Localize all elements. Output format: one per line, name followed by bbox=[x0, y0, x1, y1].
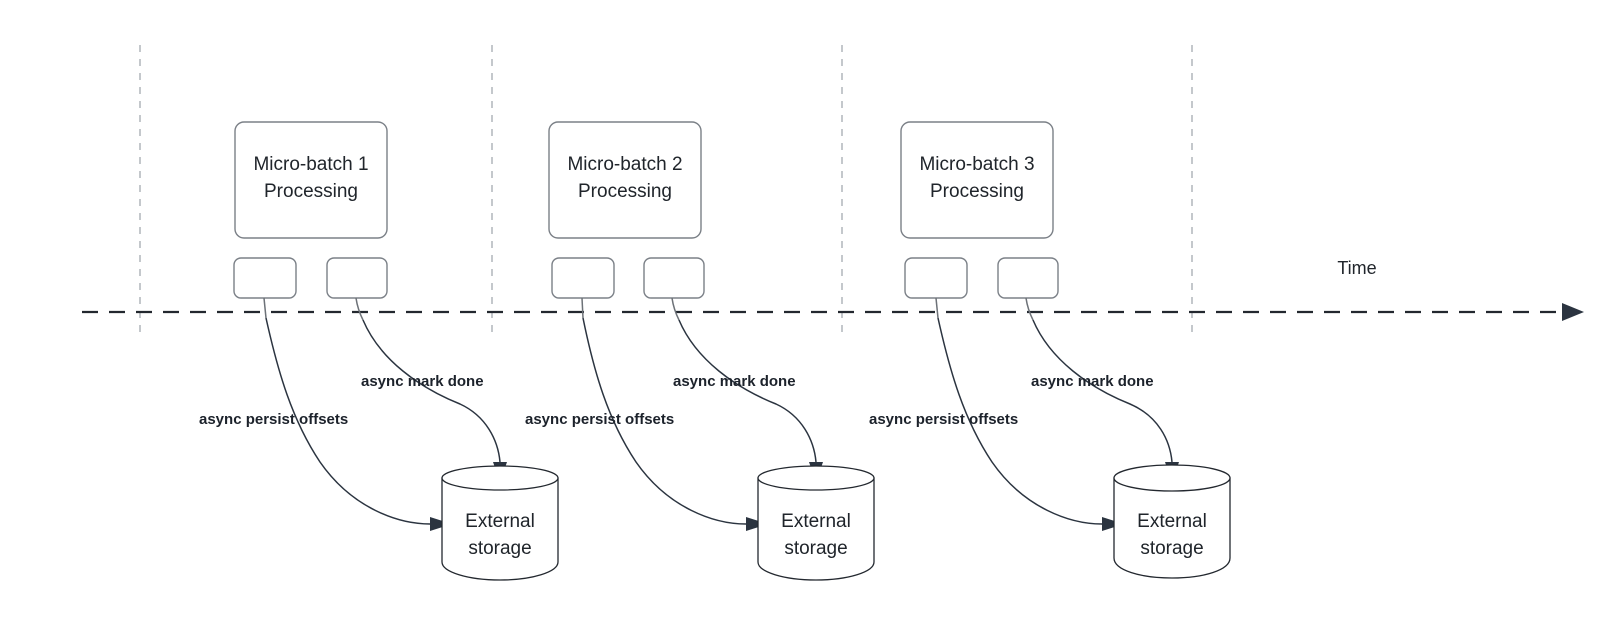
time-separators bbox=[139, 45, 1193, 338]
mark-done-curve-2 bbox=[678, 319, 817, 463]
persist-offsets-curve-3 bbox=[937, 317, 1103, 525]
mark-done-curve-1 bbox=[362, 319, 501, 463]
task-stub-1a bbox=[263, 297, 267, 319]
task-box-3a[interactable] bbox=[904, 257, 968, 299]
persist-offsets-curve-2 bbox=[582, 317, 747, 525]
persist-offsets-label-1: async persist offsets bbox=[199, 411, 348, 428]
task-box-2a[interactable] bbox=[551, 257, 615, 299]
external-storage-body-2 bbox=[757, 477, 875, 581]
persist-offsets-arrowhead-1 bbox=[430, 517, 452, 531]
mark-done-label-3: async mark done bbox=[1031, 373, 1154, 390]
task-stub-2a bbox=[581, 297, 584, 319]
batch-group-1: Micro-batch 1 Processing async persist o… bbox=[199, 121, 559, 581]
micro-batch-box-1[interactable] bbox=[234, 121, 388, 239]
external-storage-top-2 bbox=[757, 465, 875, 491]
external-storage-label-1-line1: External bbox=[465, 511, 535, 532]
external-storage-body-1 bbox=[441, 477, 559, 581]
external-storage-top-1 bbox=[441, 465, 559, 491]
external-storage-3[interactable]: External storage bbox=[1113, 464, 1231, 579]
task-box-2b[interactable] bbox=[643, 257, 705, 299]
timeline-arrowhead bbox=[1562, 303, 1584, 321]
micro-batch-box-2[interactable] bbox=[548, 121, 702, 239]
persist-offsets-arrowhead-3 bbox=[1102, 517, 1124, 531]
persist-offsets-curve-1 bbox=[265, 317, 431, 525]
task-stub-3b bbox=[1025, 297, 1034, 321]
external-storage-label-2-line2: storage bbox=[784, 538, 847, 559]
task-stub-3a bbox=[935, 297, 939, 319]
timeline-axis bbox=[82, 303, 1584, 321]
micro-batch-label-2-line2: Processing bbox=[578, 181, 672, 202]
task-stub-1b bbox=[355, 297, 364, 321]
external-storage-label-3-line2: storage bbox=[1140, 538, 1203, 559]
external-storage-body-3 bbox=[1113, 477, 1231, 579]
mark-done-curve-3 bbox=[1032, 319, 1173, 463]
external-storage-label-1-line2: storage bbox=[468, 538, 531, 559]
time-axis-label: Time bbox=[1337, 258, 1376, 278]
micro-batch-label-3-line1: Micro-batch 3 bbox=[919, 154, 1034, 175]
external-storage-label-3-line1: External bbox=[1137, 511, 1207, 532]
persist-offsets-arrowhead-2 bbox=[746, 517, 768, 531]
external-storage-top-3 bbox=[1113, 464, 1231, 492]
micro-batch-label-2-line1: Micro-batch 2 bbox=[567, 154, 682, 175]
mark-done-label-2: async mark done bbox=[673, 373, 796, 390]
micro-batch-box-3[interactable] bbox=[900, 121, 1054, 239]
mark-done-label-1: async mark done bbox=[361, 373, 484, 390]
external-storage-1[interactable]: External storage bbox=[441, 465, 559, 581]
micro-batch-label-1-line2: Processing bbox=[264, 181, 358, 202]
micro-batch-label-3-line2: Processing bbox=[930, 181, 1024, 202]
task-stub-2b bbox=[671, 297, 680, 321]
persist-offsets-label-3: async persist offsets bbox=[869, 411, 1018, 428]
micro-batch-label-1-line1: Micro-batch 1 bbox=[253, 154, 368, 175]
task-box-3b[interactable] bbox=[997, 257, 1059, 299]
external-storage-label-2-line1: External bbox=[781, 511, 851, 532]
batch-group-2: Micro-batch 2 Processing async persist o… bbox=[525, 121, 875, 581]
task-box-1a[interactable] bbox=[233, 257, 297, 299]
batch-group-3: Micro-batch 3 Processing async persist o… bbox=[869, 121, 1231, 579]
persist-offsets-label-2: async persist offsets bbox=[525, 411, 674, 428]
external-storage-2[interactable]: External storage bbox=[757, 465, 875, 581]
task-box-1b[interactable] bbox=[326, 257, 388, 299]
